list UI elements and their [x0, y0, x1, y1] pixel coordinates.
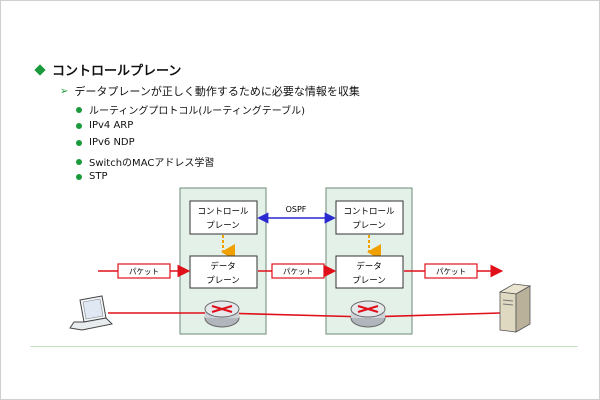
physical-link	[108, 312, 501, 318]
bullet-item: IPv6 NDP	[76, 137, 135, 148]
bullet-text: STP	[89, 171, 108, 182]
control-plane-label: プレーン	[352, 221, 386, 231]
packet-tag	[424, 263, 478, 279]
control-plane-box	[189, 200, 258, 235]
laptop-icon	[69, 295, 114, 331]
arrow-bullet-icon: ➢	[60, 85, 69, 97]
bullet-text: IPv4 ARP	[89, 120, 134, 131]
data-plane-label: プレーン	[352, 276, 386, 286]
control-plane-label: コントロール	[197, 207, 249, 217]
router-icon	[204, 300, 240, 328]
bullet-item: ルーティングプロトコル(ルーティングテーブル)	[76, 102, 305, 117]
slide-title: コントロールプレーン	[34, 60, 182, 79]
dot-bullet-icon	[76, 106, 82, 113]
bullet-item: SwitchのMACアドレス学習	[76, 154, 214, 169]
server-icon	[498, 283, 532, 333]
packet-label: パケット	[129, 267, 159, 276]
bullet-text: ルーティングプロトコル(ルーティングテーブル)	[89, 106, 306, 117]
bullet-item: IPv4 ARP	[76, 120, 133, 131]
dot-bullet-icon	[76, 122, 82, 129]
dot-bullet-icon	[76, 173, 82, 180]
packet-label: パケット	[436, 267, 466, 276]
subheading: ➢ データプレーンが正しく動作するために必要な情報を収集	[60, 83, 360, 99]
dot-bullet-icon	[76, 158, 82, 165]
packet-tag	[271, 263, 325, 279]
bullet-text: SwitchのMACアドレス学習	[89, 158, 215, 169]
ospf-label: OSPF	[286, 205, 307, 214]
control-plane-label: プレーン	[206, 221, 240, 231]
slide-footer-divider	[30, 346, 578, 347]
data-plane-label: プレーン	[206, 276, 240, 286]
heading-text: コントロールプレーン	[52, 64, 182, 79]
data-plane-label: データ	[210, 261, 236, 272]
dot-bullet-icon	[76, 139, 82, 146]
router-icon	[350, 300, 386, 328]
control-plane-label: コントロール	[343, 207, 395, 217]
packet-label: パケット	[283, 267, 313, 276]
bullet-item: STP	[76, 171, 108, 182]
data-plane-box	[189, 255, 258, 289]
control-plane-box	[335, 200, 404, 235]
data-plane-box	[335, 255, 404, 289]
packet-tag	[117, 263, 171, 279]
bullet-text: IPv6 NDP	[89, 137, 135, 148]
data-plane-label: データ	[356, 261, 382, 272]
subheading-text: データプレーンが正しく動作するために必要な情報を収集	[74, 85, 360, 98]
